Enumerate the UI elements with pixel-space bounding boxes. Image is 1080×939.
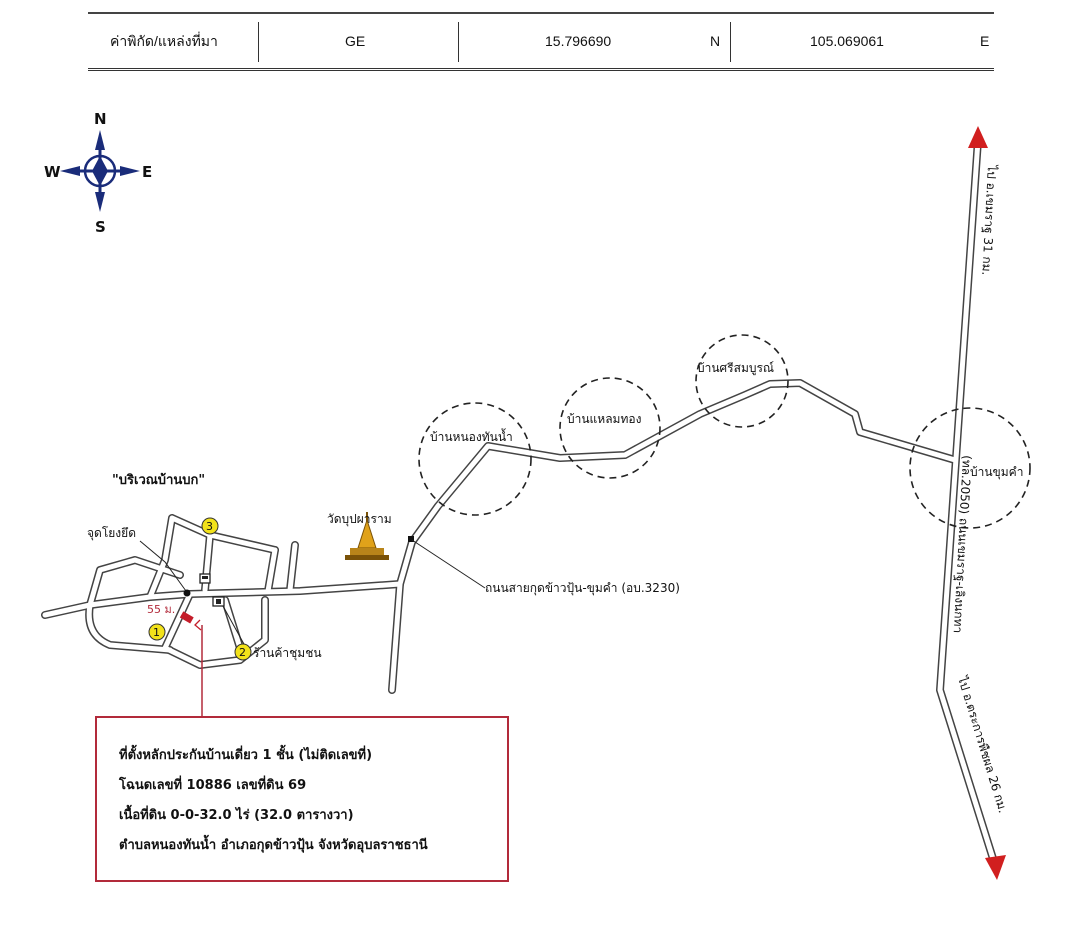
pointer-arrow-icon	[194, 619, 202, 631]
coord-longitude: 105.069061	[810, 33, 884, 49]
road-marker	[408, 536, 414, 542]
coord-label: ค่าพิกัด/แหล่งที่มา	[110, 33, 218, 49]
road-leader-line	[411, 539, 486, 589]
table-divider	[258, 22, 259, 62]
coord-latitude: 15.796690	[545, 33, 612, 49]
village-label: บ้านศรีสมบูรณ์	[697, 361, 774, 376]
compass-rose-icon	[60, 130, 140, 212]
arrow-north-icon	[968, 126, 988, 148]
shop-label: ร้านค้าชุมชน	[253, 646, 322, 661]
anchor-point	[183, 589, 191, 597]
info-line-1: ที่ตั้งหลักประกันบ้านเดี่ยว 1 ชั้น (ไม่ต…	[119, 748, 373, 763]
area-label: "บริเวณบ้านบก"	[112, 472, 205, 488]
compass-s: S	[95, 218, 106, 236]
table-divider	[730, 22, 731, 62]
property-info-box: ที่ตั้งหลักประกันบ้านเดี่ยว 1 ชั้น (ไม่ต…	[95, 716, 509, 882]
table-divider	[458, 22, 459, 62]
village-circle	[559, 377, 661, 479]
svg-text:2: 2	[239, 646, 246, 659]
info-line-3: เนื้อที่ดิน 0-0-32.0 ไร่ (32.0 ตารางวา)	[119, 808, 354, 823]
compass-n: N	[94, 110, 107, 128]
coord-lat-dir: N	[710, 33, 721, 49]
village-circle	[418, 402, 532, 516]
coord-lon-dir: E	[980, 33, 990, 49]
compass-w: W	[44, 163, 61, 181]
arrow-south-icon	[985, 855, 1006, 880]
road-label: ถนนสายกุดข้าวปุ้น-ขุมคำ (อบ.3230)	[485, 581, 680, 596]
village-circle	[909, 407, 1031, 529]
info-line-2: โฉนดเลขที่ 10886 เลขที่ดิน 69	[119, 778, 307, 793]
anchor-label: จุดโยงยึด	[87, 526, 136, 541]
building-icon	[199, 573, 211, 584]
anchor-leader-line	[139, 540, 187, 592]
direction-label-south: ไป อ.ตระการพืชผล 26 กม.	[955, 674, 1010, 815]
temple-icon	[345, 512, 389, 560]
village-label: บ้านแหลมทอง	[567, 412, 641, 426]
direction-label-north: ไป อ.เขมราฐ 31 กม.	[979, 164, 999, 276]
compass-e: E	[142, 163, 152, 181]
marker-1: 1	[148, 623, 166, 641]
coordinate-table	[88, 12, 994, 71]
marker-2: 2	[234, 643, 252, 661]
village-label: บ้านหนองทันน้ำ	[430, 428, 513, 444]
distance-label: 55 ม.	[147, 603, 175, 616]
marker-3: 3	[201, 517, 219, 535]
svg-text:3: 3	[206, 520, 213, 533]
property-marker	[179, 611, 194, 624]
svg-text:1: 1	[153, 626, 160, 639]
shop-icon	[212, 596, 225, 607]
info-line-4: ตำบลหนองทันน้ำ อำเภอกุดข้าวปุ้น จังหวัดอ…	[119, 838, 428, 853]
temple-label: วัดบุปผาราม	[327, 512, 392, 527]
village-label: บ้านขุมคำ	[970, 465, 1023, 480]
road-network	[41, 136, 999, 869]
village-circle	[695, 334, 789, 428]
coord-source: GE	[345, 33, 366, 49]
